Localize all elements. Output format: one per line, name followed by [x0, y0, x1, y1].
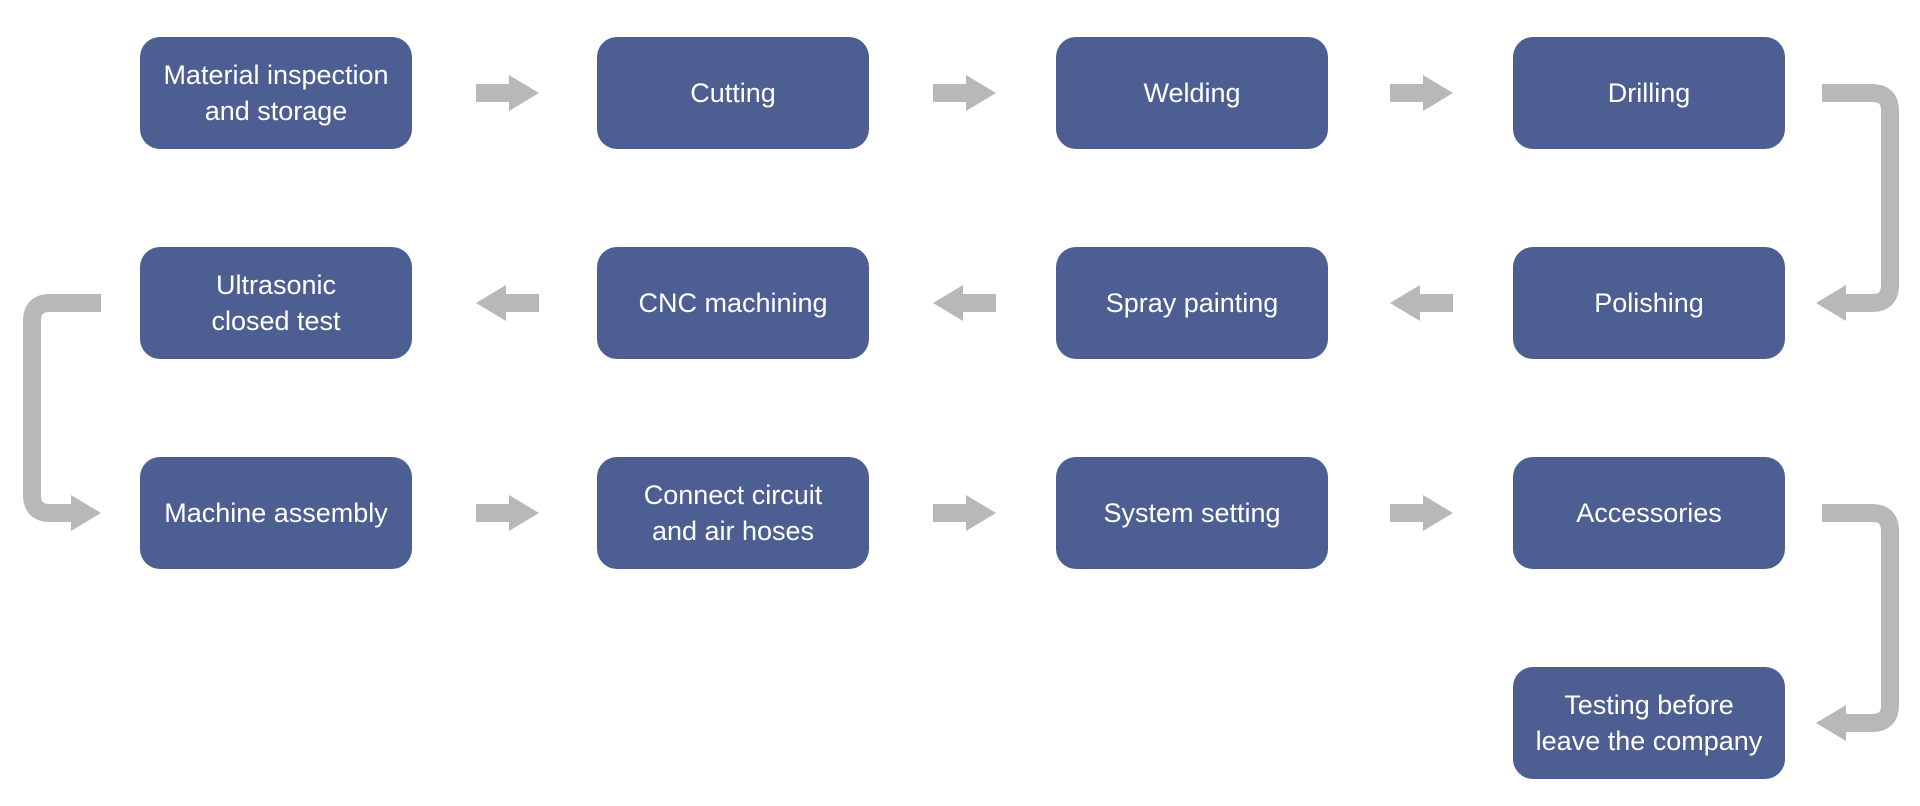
- arrowhead-left-icon: [1816, 705, 1846, 741]
- connector-2-3: [933, 75, 996, 111]
- elbow-down-arrow-icon: [23, 294, 101, 522]
- right-arrow-icon: [1390, 75, 1453, 111]
- right-arrow-icon: [476, 495, 539, 531]
- elbow-down-arrow-icon: [1822, 504, 1899, 732]
- step-spray-painting: Spray painting: [1056, 247, 1328, 359]
- left-arrow-icon: [1390, 285, 1453, 321]
- step-material-inspection: Material inspection and storage: [140, 37, 412, 149]
- connector-8-9: [23, 294, 101, 531]
- step-system-setting: System setting: [1056, 457, 1328, 569]
- right-arrow-icon: [1390, 495, 1453, 531]
- connector-5-6: [1390, 285, 1453, 321]
- left-arrow-icon: [933, 285, 996, 321]
- connector-11-12: [1390, 495, 1453, 531]
- arrowhead-right-icon: [71, 495, 101, 531]
- step-welding: Welding: [1056, 37, 1328, 149]
- right-arrow-icon: [933, 495, 996, 531]
- connector-1-2: [476, 75, 539, 111]
- connector-10-11: [933, 495, 996, 531]
- right-arrow-icon: [933, 75, 996, 111]
- left-arrow-icon: [476, 285, 539, 321]
- connector-3-4: [1390, 75, 1453, 111]
- right-arrow-icon: [476, 75, 539, 111]
- step-machine-assembly: Machine assembly: [140, 457, 412, 569]
- arrowhead-left-icon: [1816, 285, 1846, 321]
- step-polishing: Polishing: [1513, 247, 1785, 359]
- connector-6-7: [933, 285, 996, 321]
- elbow-down-arrow-icon: [1822, 84, 1899, 312]
- step-ultrasonic-closed-test: Ultrasonic closed test: [140, 247, 412, 359]
- step-accessories: Accessories: [1513, 457, 1785, 569]
- step-cutting: Cutting: [597, 37, 869, 149]
- connector-4-5: [1816, 84, 1899, 321]
- connector-12-13: [1816, 504, 1899, 741]
- step-drilling: Drilling: [1513, 37, 1785, 149]
- step-cnc-machining: CNC machining: [597, 247, 869, 359]
- connector-7-8: [476, 285, 539, 321]
- connector-9-10: [476, 495, 539, 531]
- step-connect-circuit: Connect circuit and air hoses: [597, 457, 869, 569]
- step-testing-before-leave: Testing before leave the company: [1513, 667, 1785, 779]
